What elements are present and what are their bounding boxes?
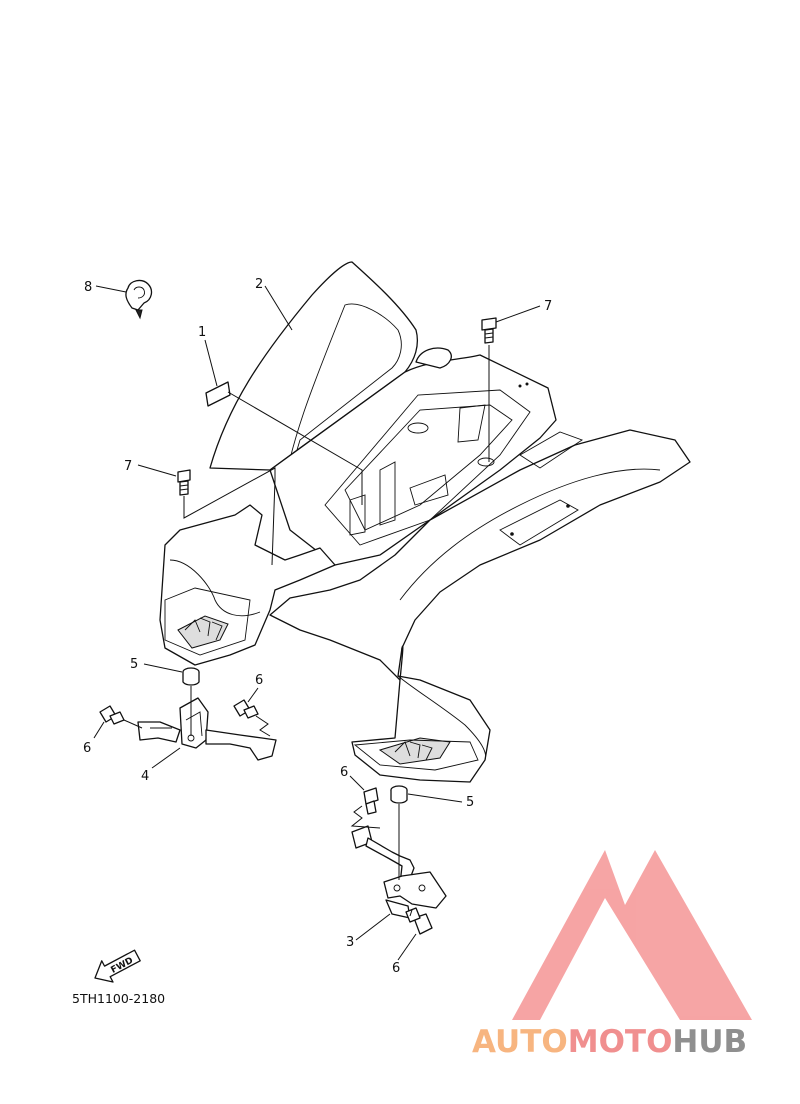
diagram-code: 5TH1100-2180 bbox=[72, 991, 165, 1006]
callout-4: 4 bbox=[141, 769, 149, 784]
bolt-part-6-a bbox=[99, 705, 125, 725]
callout-6-right-bottom: 6 bbox=[392, 961, 400, 976]
rear-fender bbox=[159, 261, 691, 783]
callout-6-left-bottom: 6 bbox=[83, 741, 91, 756]
bolt-part-7-left bbox=[177, 469, 191, 496]
watermark-triangle-mark bbox=[512, 850, 752, 1020]
bolt-part-6-d bbox=[405, 907, 433, 935]
callout-3: 3 bbox=[346, 935, 354, 950]
callout-5-right: 5 bbox=[466, 795, 474, 810]
watermark-logo: AUTOMOTOHUB bbox=[472, 850, 752, 1060]
callout-6-right-top: 6 bbox=[340, 765, 348, 780]
watermark-auto: AUTO bbox=[472, 1024, 568, 1060]
callout-7-right: 7 bbox=[544, 299, 552, 314]
grommet-part-5-right bbox=[390, 785, 408, 804]
callout-8: 8 bbox=[84, 280, 92, 295]
callout-5-left: 5 bbox=[130, 657, 138, 672]
callout-2: 2 bbox=[255, 277, 263, 292]
watermark-hub: HUB bbox=[672, 1024, 747, 1060]
bracket-part-4 bbox=[137, 697, 277, 761]
callout-1: 1 bbox=[198, 325, 206, 340]
bolt-part-6-b bbox=[233, 699, 259, 719]
clip-part-8 bbox=[125, 279, 153, 320]
bracket-part-3 bbox=[351, 825, 447, 919]
grommet-part-5-left bbox=[182, 667, 200, 686]
callout-6-left-top: 6 bbox=[255, 673, 263, 688]
svg-text:AUTOMOTOHUB: AUTOMOTOHUB bbox=[472, 1024, 747, 1060]
watermark-moto: MOTO bbox=[568, 1024, 673, 1060]
bolt-part-6-c bbox=[363, 787, 379, 815]
watermark-inner-triangle bbox=[572, 925, 632, 985]
callout-labels: 1 2 3 4 5 5 6 6 6 6 7 7 8 bbox=[83, 277, 552, 976]
leader-lines bbox=[93, 285, 541, 961]
label-sticker-part-1 bbox=[205, 381, 231, 407]
callout-7-left: 7 bbox=[124, 459, 132, 474]
bolt-part-7-right bbox=[481, 317, 497, 344]
forward-arrow: FWD bbox=[94, 949, 141, 983]
